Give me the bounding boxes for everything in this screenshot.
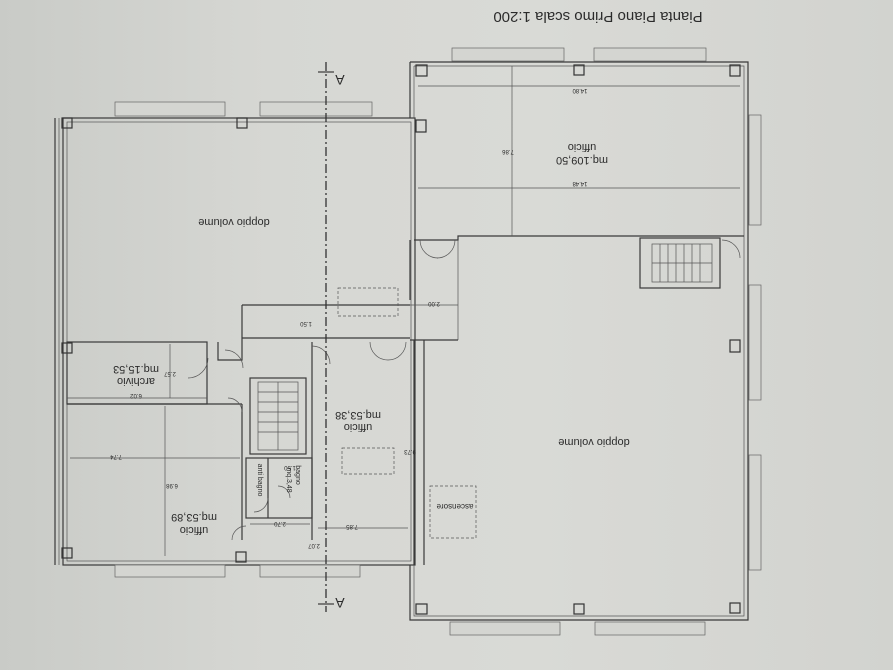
room-archivio-name: archivio xyxy=(117,375,155,387)
top-office-partition xyxy=(414,66,744,259)
bagno-block xyxy=(245,457,313,525)
room-bagno-area: mq.3,48 xyxy=(285,467,292,492)
mid-office-partition xyxy=(311,341,408,540)
right-pillars xyxy=(415,64,741,615)
room-doppio-volume-right: doppio volume xyxy=(558,436,630,448)
dim-corr-height: 1.50 xyxy=(300,320,312,326)
room-ufficio-mid-area: mq.53,38 xyxy=(335,409,381,421)
section-marker-top: A xyxy=(335,72,345,88)
section-marker-bottom: A xyxy=(335,595,345,611)
right-wing-windows xyxy=(449,47,762,636)
dim-top-width: 14.80 xyxy=(572,87,588,93)
room-doppio-volume-left: doppio volume xyxy=(198,216,270,228)
left-wing-windows xyxy=(114,101,373,578)
left-pillars xyxy=(61,117,427,563)
section-axis xyxy=(318,62,334,612)
lift-wall xyxy=(413,340,477,565)
dim-right-h: 9.73 xyxy=(404,448,416,454)
plan-title: Pianta Piano Primo scala 1:200 xyxy=(493,8,702,25)
central-core xyxy=(217,240,459,361)
room-ascensore: ascensore xyxy=(436,502,473,511)
dim-archivio-w: 6.02 xyxy=(130,392,142,398)
room-ufficio-left-name: ufficio xyxy=(180,524,209,536)
room-bagno-name: bagno xyxy=(294,465,301,485)
room-antibagno: anti bagno xyxy=(256,464,263,497)
central-stair xyxy=(249,377,307,455)
left-office-partition xyxy=(67,397,247,556)
dim-bagno-h: 2.70 xyxy=(274,520,286,526)
room-ufficio-mid-name: ufficio xyxy=(344,421,373,433)
dim-mid-d: 7.85 xyxy=(346,523,358,529)
dim-bagno-w: 1.50 xyxy=(284,464,296,470)
dim-top-height: 7.86 xyxy=(502,148,514,154)
room-ufficio-left-area: mq.53,89 xyxy=(171,511,217,523)
dim-archivio-h: 2.57 xyxy=(164,370,176,376)
dim-left-h: 6.98 xyxy=(166,482,178,488)
room-ufficio-top-name: ufficio xyxy=(568,141,597,153)
right-stair xyxy=(639,237,741,289)
room-archivio-area: mq.15,53 xyxy=(113,363,159,375)
dim-corr-width: 2.00 xyxy=(428,300,440,306)
dim-mid-w: 2.07 xyxy=(308,542,320,548)
dim-top-inner: 14.48 xyxy=(572,180,588,186)
right-wing-walls xyxy=(409,61,749,621)
dim-left-w: 7.74 xyxy=(110,453,122,459)
room-ufficio-top-area: mq.109,50 xyxy=(556,154,608,166)
